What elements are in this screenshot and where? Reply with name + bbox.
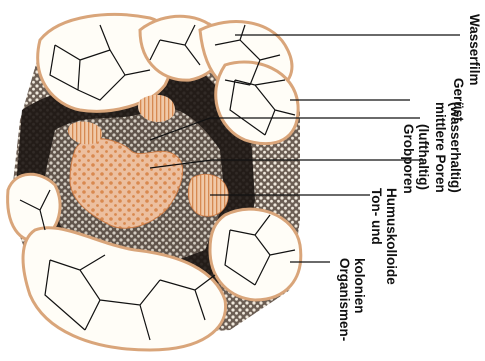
label-ton-humus: Ton- undHumuskolloide [369, 188, 399, 285]
label-organismen: Organismen-kolonien [337, 258, 367, 341]
label-mittlere-poren-line-1: mittlere Poren [433, 102, 448, 193]
label-grobporen: Grobporen(lufthaltig) [401, 124, 431, 194]
label-ton-humus-line-2: Humuskolloide [384, 188, 399, 285]
label-ton-humus-line-1: Ton- und [369, 188, 384, 245]
grain-bottom-right [210, 209, 301, 300]
label-mittlere-poren-line-2: (wasserhaltig) [448, 102, 463, 193]
label-organismen-line-1: Organismen- [337, 258, 352, 341]
label-grobporen-line-2: (lufthaltig) [416, 124, 431, 190]
label-wasserfilm-line-1: Wasserfilm [467, 14, 482, 86]
label-grobporen-line-1: Grobporen [401, 124, 416, 194]
label-organismen-line-2: kolonien [352, 258, 367, 314]
label-wasserfilm: Wasserfilm [467, 14, 482, 86]
label-mittlere-poren: mittlere Poren(wasserhaltig) [433, 102, 463, 193]
